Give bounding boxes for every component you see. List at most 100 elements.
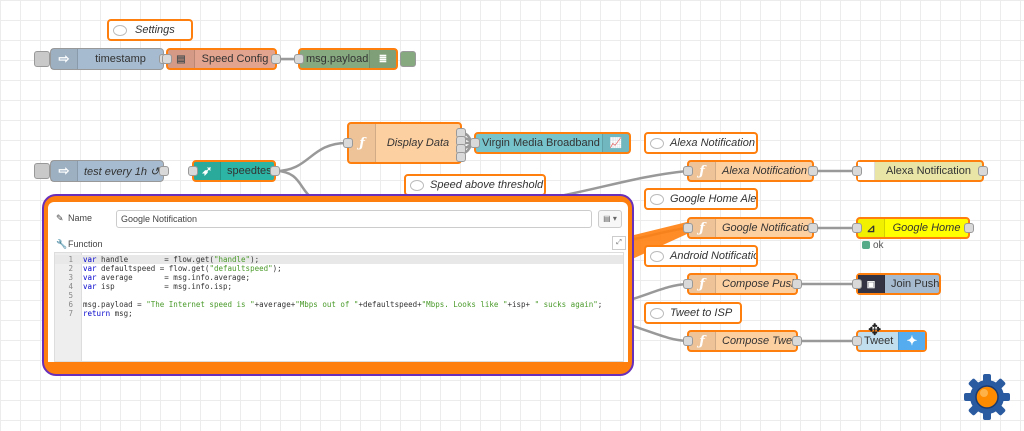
wrench-icon: 🔧 xyxy=(56,239,68,249)
alexa-comment-node[interactable]: Alexa Notification xyxy=(644,132,758,154)
speedtest-label: speedtest xyxy=(227,165,274,177)
function-editor-panel[interactable]: ✎ Name Google Notification ▤ ▾ 🔧 Functio… xyxy=(42,194,634,376)
code-text: return msg; xyxy=(83,309,133,318)
speed-config-node[interactable]: ▤ Speed Config xyxy=(162,48,281,70)
code-text: msg.payload = "The Internet speed is "+a… xyxy=(83,300,603,309)
google-home-status: ok xyxy=(873,240,884,251)
tag-icon: ✎ xyxy=(56,213,64,223)
google-home-node[interactable]: ⊿ Google Home xyxy=(852,217,974,239)
join-push-node[interactable]: ▣ Join Push xyxy=(852,273,941,295)
code-text: var average = msg.info.average; xyxy=(83,273,251,282)
compose-tweet-node[interactable]: ƒ Compose Tweet xyxy=(683,330,802,352)
google-alert-comment-node[interactable]: Google Home Alert xyxy=(644,188,758,210)
timestamp-label: timestamp xyxy=(95,53,146,65)
speed-config-label: Speed Config xyxy=(201,53,269,65)
name-label: Name xyxy=(68,213,93,223)
compose-push-node[interactable]: ƒ Compose Push xyxy=(683,273,802,295)
cast-icon: ⊿ xyxy=(858,219,885,237)
status-ok-icon xyxy=(862,241,870,249)
android-comment-node[interactable]: Android Notification xyxy=(644,245,758,267)
timestamp-node[interactable]: ⇨ timestamp xyxy=(50,48,169,70)
code-line[interactable]: 7 return msg; xyxy=(55,309,623,318)
settings-comment-node[interactable]: Settings xyxy=(107,19,193,41)
comment-icon xyxy=(646,247,668,265)
inject-arrow-icon: ⇨ xyxy=(51,161,78,181)
alexa-comment-label: Alexa Notification xyxy=(670,137,755,149)
join-push-label: Join Push xyxy=(891,278,939,290)
display-data-node[interactable]: ƒ Display Data xyxy=(343,122,462,164)
gear-icon[interactable] xyxy=(962,372,1012,422)
code-line[interactable]: 6 msg.payload = "The Internet speed is "+… xyxy=(55,300,623,309)
tweet-isp-label: Tweet to ISP xyxy=(670,307,733,319)
alexa-function-label: Alexa Notification xyxy=(722,165,807,177)
alexa-function-node[interactable]: ƒ Alexa Notification xyxy=(683,160,818,182)
comment-icon xyxy=(646,190,668,208)
function-icon: ƒ xyxy=(689,219,716,237)
code-line[interactable]: 4 var isp = msg.info.isp; xyxy=(55,282,623,291)
comment-icon xyxy=(646,134,668,152)
google-alert-label: Google Home Alert xyxy=(670,193,756,205)
function-label: Function xyxy=(68,239,103,249)
twitter-bird-icon: ✦ xyxy=(898,332,925,350)
join-icon: ▣ xyxy=(858,275,885,293)
code-editor[interactable]: 1 var handle = flow.get("handle"); 2 var de… xyxy=(54,252,624,362)
google-home-label: Google Home xyxy=(892,222,961,234)
display-data-label: Display Data xyxy=(386,137,450,149)
code-text: var isp = msg.info.isp; xyxy=(83,282,233,291)
alexa-icon xyxy=(858,162,875,180)
tweet-label: Tweet xyxy=(864,335,894,347)
speedtest-node[interactable]: ➶ speedtest xyxy=(188,160,280,182)
comment-icon xyxy=(109,21,131,39)
google-notification-label: Google Notification xyxy=(722,222,812,234)
inject-arrow-icon: ⇨ xyxy=(51,49,78,69)
android-comment-label: Android Notification xyxy=(670,250,756,262)
line-number: 7 xyxy=(68,309,73,318)
line-number: 5 xyxy=(68,291,73,300)
test-every-inject-node[interactable]: ⇨ test every 1h ↺ xyxy=(50,160,169,182)
icon-select-button[interactable]: ▤ ▾ xyxy=(598,210,622,228)
speed-above-label: Speed above threshold xyxy=(430,179,544,191)
move-cursor-icon: ✥ xyxy=(868,322,882,339)
line-number: 6 xyxy=(68,300,73,309)
chart-icon: 📈 xyxy=(602,134,629,152)
line-number: 1 xyxy=(68,255,73,264)
function-icon: ƒ xyxy=(689,275,716,293)
msg-payload-debug-node[interactable]: msg.payload ≣ xyxy=(294,48,398,70)
code-line[interactable]: 3 var average = msg.info.average; xyxy=(55,273,623,282)
code-line[interactable]: 2 var defaultspeed = flow.get("defaultspe… xyxy=(55,264,623,273)
editor-body: ✎ Name Google Notification ▤ ▾ 🔧 Functio… xyxy=(48,202,628,362)
google-notification-node[interactable]: ƒ Google Notification xyxy=(683,217,818,239)
virgin-media-label: Virgin Media Broadband xyxy=(482,137,600,149)
inject-button[interactable] xyxy=(34,163,50,179)
comment-icon xyxy=(406,176,428,194)
code-line[interactable]: 5 xyxy=(55,291,623,300)
alexa-output-node[interactable]: Alexa Notification xyxy=(852,160,988,182)
inject-button[interactable] xyxy=(34,51,50,67)
line-gutter xyxy=(55,253,82,361)
line-number: 2 xyxy=(68,264,73,273)
code-text: var defaultspeed = flow.get("defaultspee… xyxy=(83,264,282,273)
speedtest-icon: ➶ xyxy=(194,162,221,180)
compose-tweet-label: Compose Tweet xyxy=(722,335,796,347)
settings-comment-label: Settings xyxy=(135,24,175,36)
expand-editor-icon[interactable]: ⤢ xyxy=(612,236,626,250)
debug-toggle-button[interactable] xyxy=(400,51,416,67)
name-input[interactable]: Google Notification xyxy=(116,210,592,228)
template-icon: ▤ xyxy=(168,50,195,68)
function-icon: ƒ xyxy=(349,124,376,162)
virgin-media-chart-node[interactable]: Virgin Media Broadband 📈 xyxy=(470,132,631,154)
tweet-isp-comment-node[interactable]: Tweet to ISP xyxy=(644,302,742,324)
tweet-node[interactable]: Tweet ✦ xyxy=(852,330,927,352)
speed-above-comment-node[interactable]: Speed above threshold xyxy=(404,174,546,196)
line-number: 4 xyxy=(68,282,73,291)
compose-push-label: Compose Push xyxy=(722,278,796,290)
comment-icon xyxy=(646,304,668,322)
line-number: 3 xyxy=(68,273,73,282)
debug-list-icon: ≣ xyxy=(369,50,396,68)
msg-payload-label: msg.payload xyxy=(306,53,369,65)
code-line[interactable]: 1 var handle = flow.get("handle"); xyxy=(55,255,623,264)
function-icon: ƒ xyxy=(689,162,716,180)
alexa-output-label: Alexa Notification xyxy=(886,165,971,177)
code-text: var handle = flow.get("handle"); xyxy=(83,255,260,264)
test-every-label: test every 1h ↺ xyxy=(84,165,160,178)
